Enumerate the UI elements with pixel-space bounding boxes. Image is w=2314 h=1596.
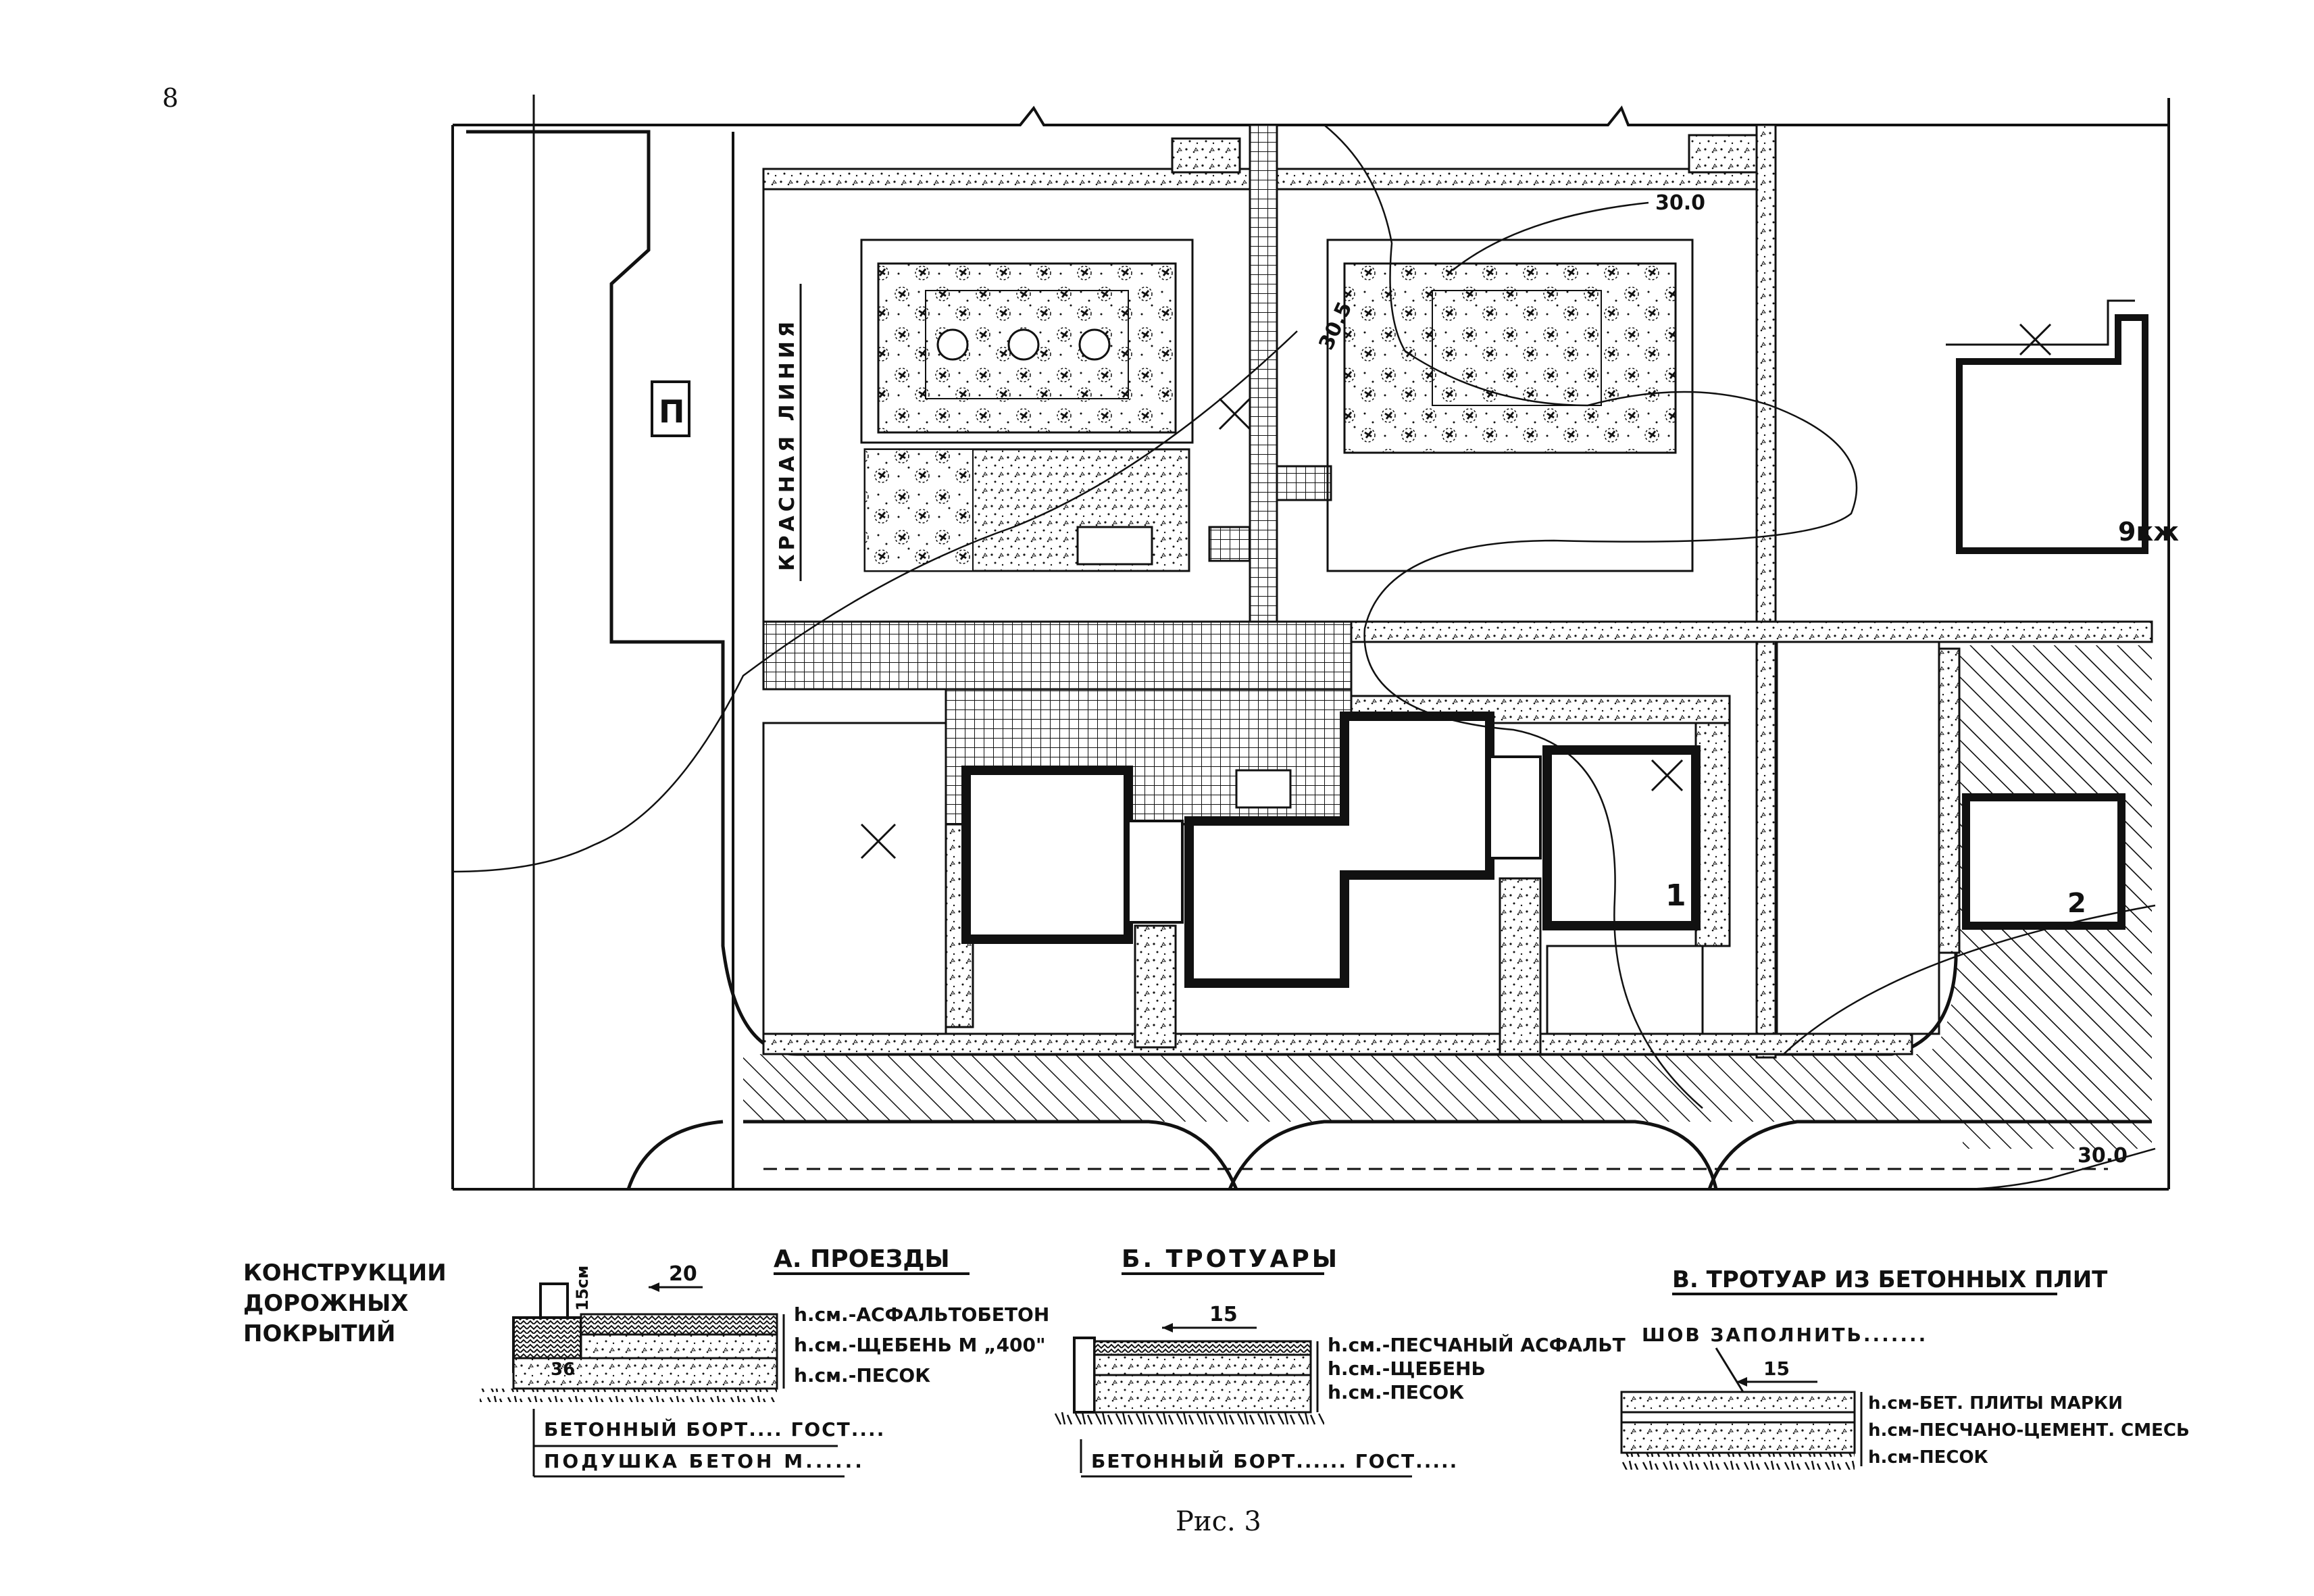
section-a-note-1: БЕТОННЫЙ БОРТ.... ГОСТ.... bbox=[544, 1418, 885, 1441]
playground-play-equipment bbox=[864, 449, 974, 572]
section-c-layer-3: h.см-ПЕСОК bbox=[1868, 1447, 1988, 1468]
figure-caption: Рис. 3 bbox=[1176, 1506, 1261, 1537]
section-c-sand-cement bbox=[1620, 1411, 1856, 1424]
section-b-note-1: БЕТОННЫЙ БОРТ...... ГОСТ..... bbox=[1091, 1449, 1458, 1472]
sidewalk-east-bldg1 bbox=[1694, 722, 1731, 947]
section-b-crushed-stone bbox=[1093, 1353, 1312, 1376]
garden-frame bbox=[1326, 239, 1694, 572]
section-a-roads: А. ПРОЕЗДЫ 15см 20 36 h.см.-АСФАЛЬТОБЕТО… bbox=[480, 1245, 1049, 1478]
dotted-walkway-vertical bbox=[1755, 124, 1777, 1059]
section-c-layer-2: h.см-ПЕСЧАНО-ЦЕМЕНТ. СМЕСЬ bbox=[1868, 1420, 2190, 1441]
legend-title-line-3: ПОКРЫТИЙ bbox=[243, 1320, 395, 1347]
sports-court bbox=[925, 290, 1129, 399]
legend-title-line-1: КОНСТРУКЦИИ bbox=[243, 1260, 447, 1287]
section-a-asphalt bbox=[580, 1313, 778, 1336]
building-connector-west bbox=[1127, 820, 1184, 924]
building-9kzh-outline bbox=[1946, 299, 2135, 346]
section-b-soil bbox=[1054, 1412, 1324, 1426]
sidewalk-link bbox=[1499, 877, 1542, 1055]
lower-road-right bbox=[1707, 1120, 2152, 1190]
building-west-wing bbox=[961, 766, 1133, 944]
plan-top-border bbox=[453, 105, 2169, 126]
section-b-layer-2: h.см.-ЩЕБЕНЬ bbox=[1328, 1357, 1486, 1380]
section-a-dim-curb: 15см bbox=[573, 1266, 592, 1311]
section-c-sand bbox=[1620, 1421, 1856, 1454]
building-2-label: 2 bbox=[2067, 888, 2086, 919]
court-circle-right bbox=[1078, 328, 1111, 361]
section-c-seam-note: ШОВ ЗАПОЛНИТЬ....... bbox=[1642, 1324, 1928, 1346]
section-a-title: А. ПРОЕЗДЫ bbox=[774, 1245, 950, 1273]
garden-trees bbox=[1343, 262, 1677, 454]
section-a-note-2: ПОДУШКА БЕТОН М...... bbox=[544, 1450, 865, 1472]
building-9kzh-label: 9кж bbox=[2118, 517, 2179, 547]
building-connector-east bbox=[1488, 755, 1542, 859]
legend: КОНСТРУКЦИИ ДОРОЖНЫХ ПОКРЫТИЙ А. ПРОЕЗДЫ… bbox=[243, 1245, 2190, 1478]
plaza-entrance bbox=[1235, 769, 1292, 809]
contour-loop bbox=[1324, 124, 1858, 1109]
lower-road-left bbox=[743, 1120, 1238, 1190]
bottom-walkway bbox=[762, 1032, 1913, 1055]
section-c-concrete-slabs: В. ТРОТУАР ИЗ БЕТОННЫХ ПЛИТ ШОВ ЗАПОЛНИТ… bbox=[1620, 1266, 2190, 1470]
court-circle-left bbox=[936, 328, 969, 361]
lower-road-mid bbox=[1228, 1120, 1718, 1191]
garden-court bbox=[1432, 290, 1602, 406]
section-a-sand bbox=[512, 1357, 778, 1390]
section-b-layer-1: h.см.-ПЕСЧАНЫЙ АСФАЛЬТ bbox=[1328, 1333, 1626, 1356]
grid-plaza-strip bbox=[762, 620, 1353, 691]
page-number: 8 bbox=[162, 83, 178, 113]
section-a-layer-1: h.см.-АСФАЛЬТОБЕТОН bbox=[794, 1303, 1049, 1326]
sidewalk-south bbox=[1134, 924, 1177, 1049]
bus-stop-icon bbox=[651, 380, 690, 437]
lawn-southwest bbox=[762, 722, 947, 1035]
bus-stop-symbol: П bbox=[659, 393, 685, 430]
contour-30-0-top bbox=[1452, 201, 1649, 271]
section-a-crushed-stone bbox=[580, 1333, 778, 1360]
section-b-dim: 15 bbox=[1209, 1303, 1238, 1326]
section-b-sidewalks: Б. ТРОТУАРЫ 15 h.см.-ПЕСЧАНЫЙ АСФАЛЬТ h.… bbox=[1054, 1245, 1626, 1478]
court-circle-center bbox=[1007, 328, 1040, 361]
red-line-label: КРАСНАЯ ЛИНИЯ bbox=[776, 318, 799, 571]
playground-bench bbox=[1076, 526, 1153, 566]
lawn-east bbox=[1776, 641, 1940, 1035]
contour-label-bottom: 30.0 bbox=[2078, 1144, 2128, 1168]
legend-title-line-2: ДОРОЖНЫХ bbox=[243, 1290, 409, 1317]
contour-30-0-bottom bbox=[1959, 1147, 2156, 1191]
section-c-dim: 15 bbox=[1763, 1357, 1790, 1380]
section-b-layer-3: h.см.-ПЕСОК bbox=[1328, 1381, 1464, 1403]
section-c-title: В. ТРОТУАР ИЗ БЕТОННЫХ ПЛИТ bbox=[1672, 1266, 2108, 1293]
section-a-layer-2: h.см.-ЩЕБЕНЬ М „400" bbox=[794, 1334, 1046, 1356]
section-a-layer-3: h.см.-ПЕСОК bbox=[794, 1364, 930, 1387]
tree-x-markers bbox=[860, 323, 2052, 859]
playground-frame bbox=[860, 239, 1194, 444]
contour-diagonal bbox=[1783, 904, 2156, 1055]
right-walkway bbox=[1938, 647, 1961, 954]
building-1-label: 1 bbox=[1665, 878, 1686, 913]
top-walkway-notch-right bbox=[1688, 134, 1765, 174]
site-plan: 2 bbox=[451, 95, 2179, 1191]
contour-30-5 bbox=[452, 330, 1298, 873]
grid-walkway-link bbox=[1276, 465, 1332, 501]
section-b-sand bbox=[1093, 1374, 1312, 1414]
contour-label-top: 30.0 bbox=[1655, 191, 1705, 215]
building-central bbox=[1184, 712, 1494, 988]
lower-road-west bbox=[626, 1120, 724, 1190]
section-b-title: Б. ТРОТУАРЫ bbox=[1122, 1245, 1340, 1273]
top-walkway-notch bbox=[1171, 137, 1241, 174]
section-b-curb bbox=[1073, 1337, 1096, 1414]
building-9kzh bbox=[1956, 314, 2148, 554]
section-a-dim-slope: 20 bbox=[669, 1262, 697, 1286]
section-a-soil bbox=[480, 1389, 777, 1402]
building-2 bbox=[1962, 793, 2126, 930]
grid-walkway-vertical bbox=[1249, 124, 1278, 640]
section-a-dim-base: 36 bbox=[551, 1360, 575, 1380]
lawn-south-bldg1 bbox=[1546, 945, 1704, 1035]
section-c-slab bbox=[1620, 1391, 1856, 1414]
section-c-layer-1: h.см-БЕТ. ПЛИТЫ МАРКИ bbox=[1868, 1393, 2123, 1414]
section-c-soil bbox=[1621, 1453, 1855, 1470]
section-b-asphalt bbox=[1093, 1340, 1312, 1356]
grid-walkway-link-left bbox=[1208, 526, 1251, 562]
middle-walkway bbox=[1350, 620, 2153, 643]
